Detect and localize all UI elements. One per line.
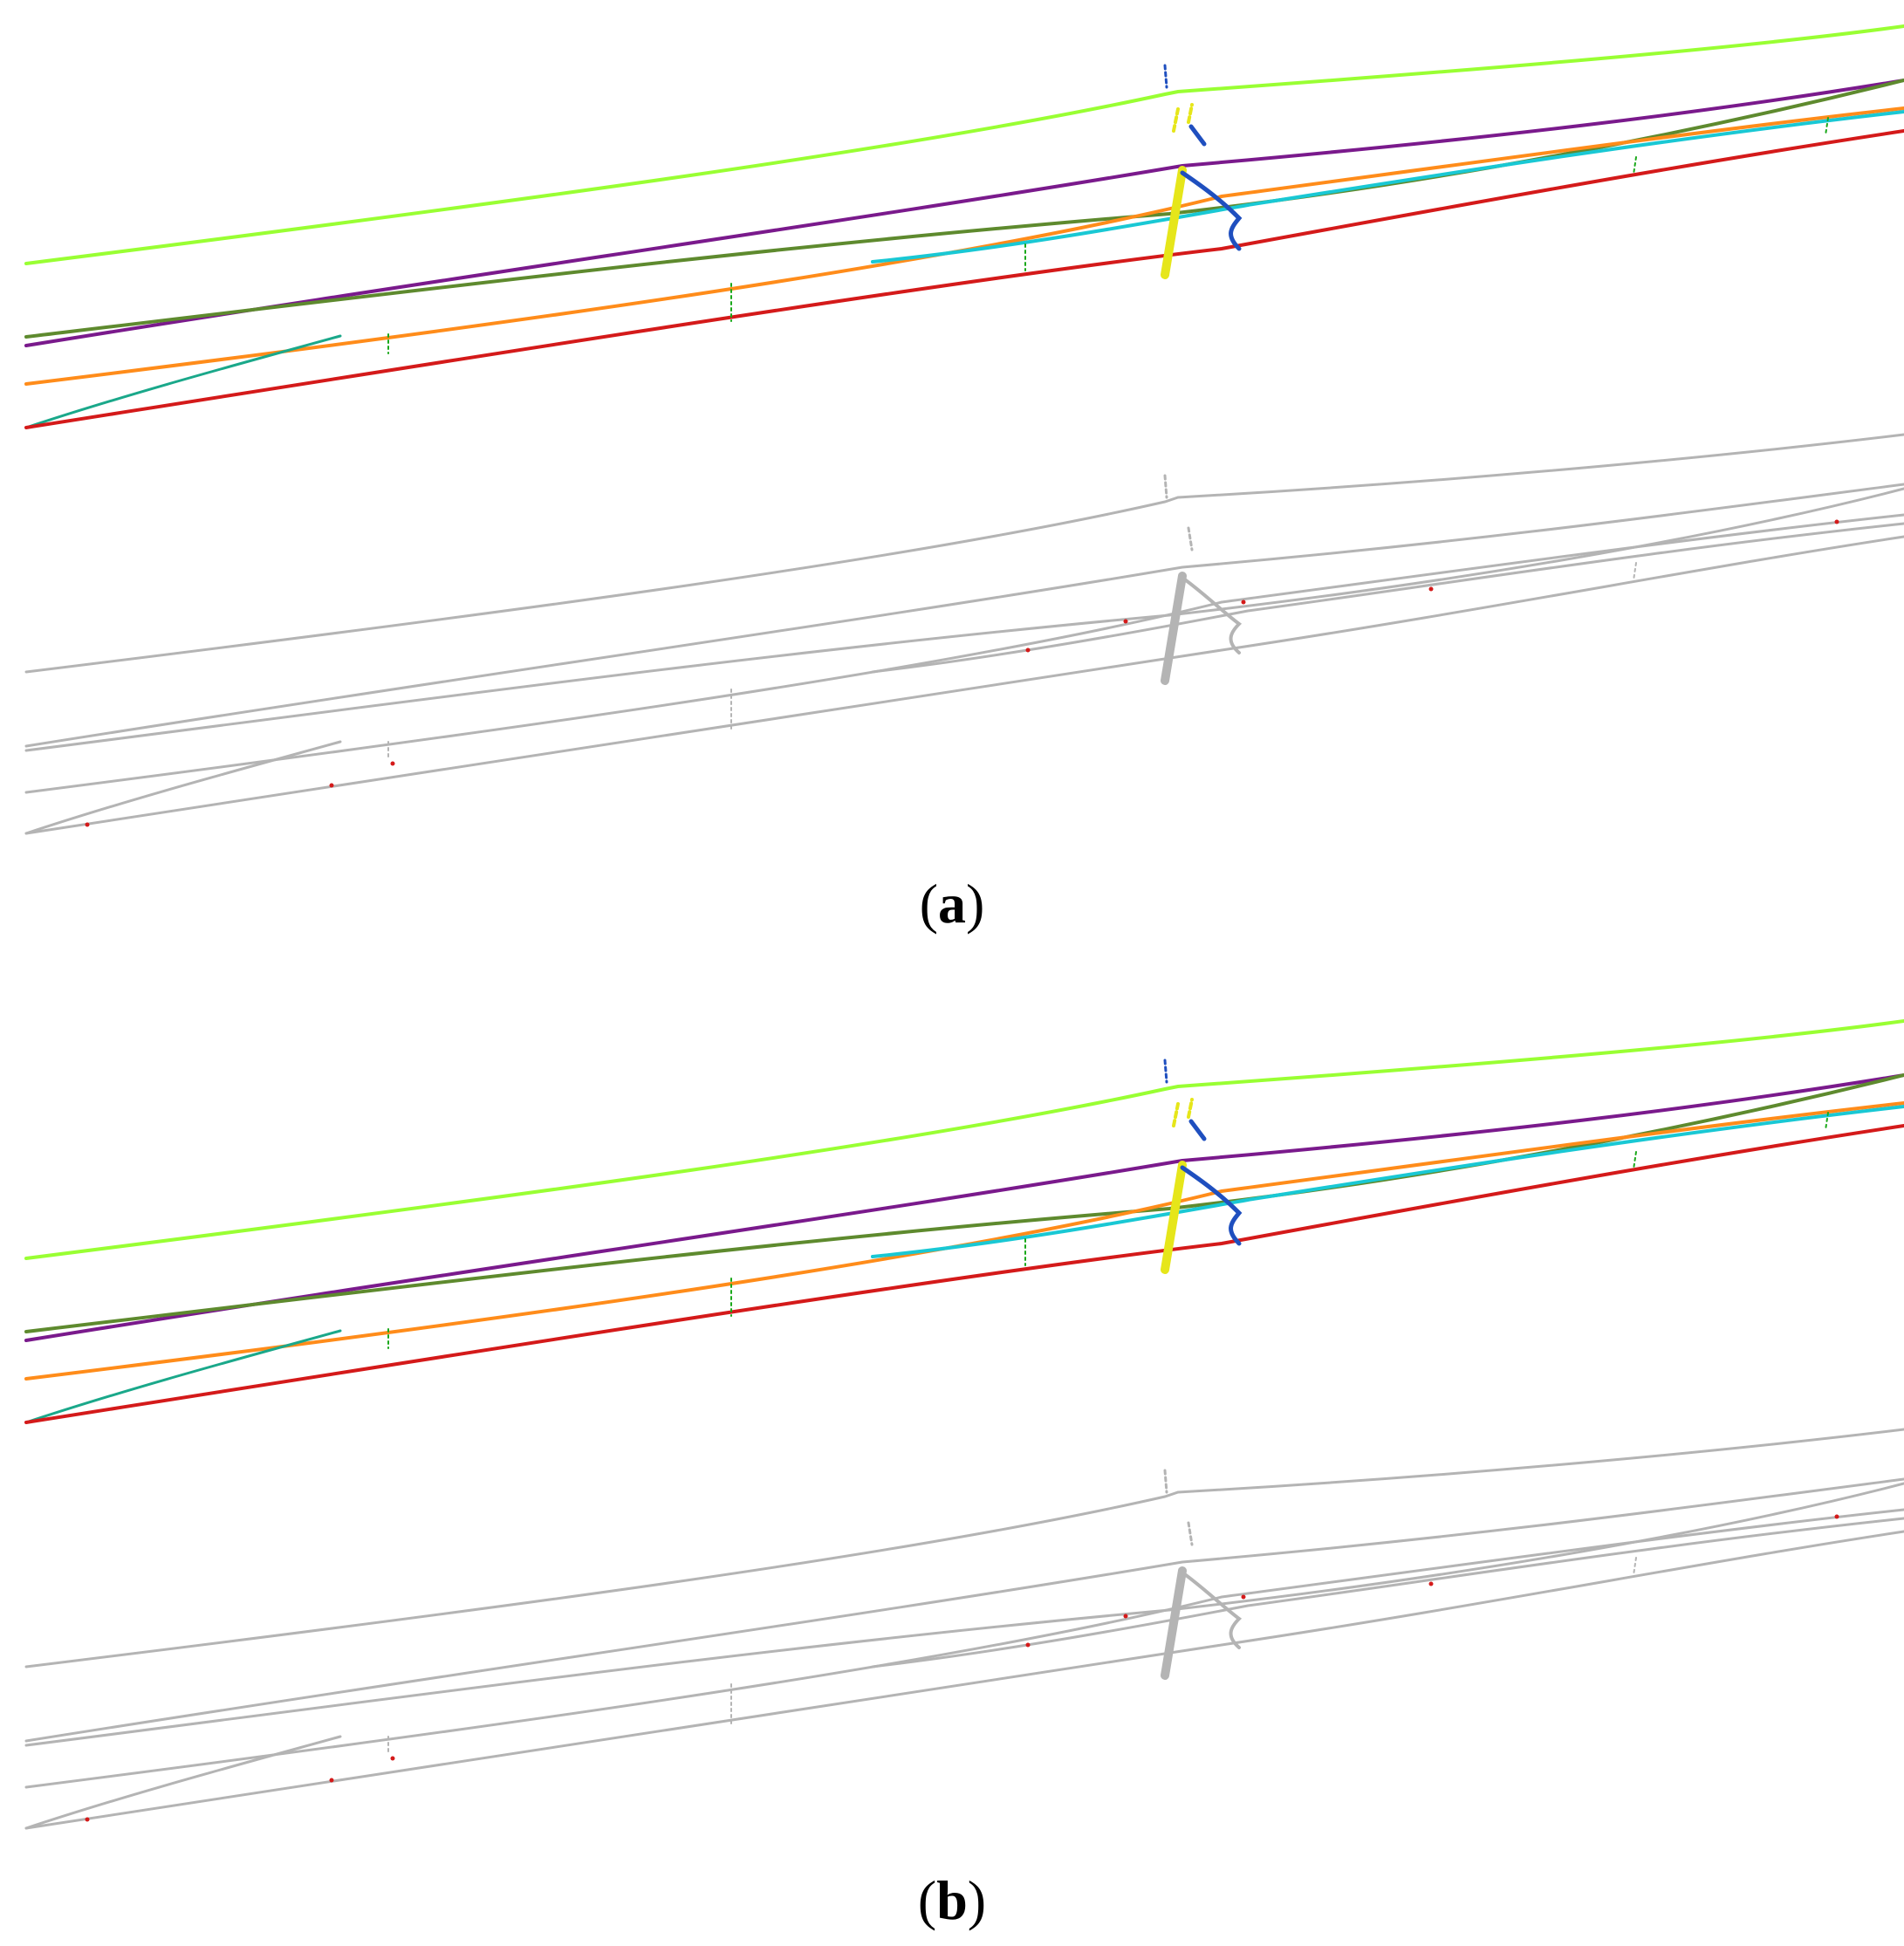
gray-wire [24, 1428, 1904, 1668]
orange-wire [24, 106, 1904, 386]
orange-wire [24, 1101, 1904, 1381]
yellow-pole-top [1187, 103, 1194, 124]
caption-a: (a) [919, 873, 985, 935]
red-point [1834, 519, 1839, 524]
blue-insulator [1188, 1119, 1207, 1141]
gray-wire [871, 1517, 1904, 1668]
gray-pole [1161, 572, 1187, 685]
red-point [1025, 1642, 1031, 1648]
gray-dropper [1633, 1557, 1637, 1576]
yellow-pole-top [1187, 1098, 1194, 1119]
green-dropper [1825, 117, 1829, 136]
panel-a: (a) [24, 24, 1904, 935]
gray-pole-top [1187, 526, 1194, 552]
gray-wire [24, 1508, 1904, 1789]
gray-wire [24, 483, 1904, 748]
red-point [390, 1756, 395, 1761]
gray-wire [24, 535, 1904, 835]
red-wire [24, 1124, 1904, 1424]
red-wire [24, 129, 1904, 429]
purple-wire [24, 1073, 1904, 1342]
red-point [390, 761, 395, 766]
red-point [329, 783, 334, 788]
lime-wire [24, 24, 1904, 265]
cyan-wire [871, 110, 1904, 264]
gray-wire [871, 522, 1904, 674]
red-point [1834, 1514, 1839, 1519]
yellow-pole-top [1172, 107, 1180, 133]
olive-wire [24, 1073, 1904, 1333]
caption-a-letter: a [938, 873, 966, 935]
red-point [85, 822, 90, 827]
red-point [1241, 1594, 1246, 1600]
gray-wire [24, 513, 1904, 794]
red-point [1428, 1581, 1434, 1586]
red-point [85, 1817, 90, 1822]
gray-wire [24, 433, 1904, 674]
gray-pole-top [1163, 1469, 1168, 1494]
gray-pole-top [1163, 474, 1168, 499]
red-point [1241, 600, 1246, 605]
blue-insulator-tip [1163, 1059, 1168, 1084]
blue-insulator [1188, 124, 1207, 147]
purple-wire [24, 79, 1904, 347]
gray-insulator [1181, 576, 1243, 654]
gray-pole-top [1187, 1521, 1194, 1546]
caption-b: (b) [917, 1869, 987, 1931]
gray-pole [1161, 1566, 1187, 1680]
yellow-pole [1161, 1161, 1187, 1274]
gray-dropper [1633, 562, 1637, 581]
red-point [1025, 648, 1031, 653]
point-cloud-scene-b [24, 1019, 1904, 1830]
green-dropper [1825, 1112, 1829, 1131]
caption-b-letter: b [936, 1869, 968, 1931]
red-point [1428, 586, 1434, 592]
teal-wire [24, 1329, 342, 1424]
gray-wire [24, 487, 1904, 752]
gray-insulator [1181, 1571, 1243, 1649]
gray-wire [24, 1477, 1904, 1743]
olive-wire [24, 79, 1904, 339]
yellow-pole [1161, 166, 1187, 279]
blue-insulator [1180, 170, 1243, 251]
blue-insulator-tip [1163, 64, 1168, 89]
green-dropper [1633, 1151, 1637, 1170]
gray-wire [24, 1735, 342, 1830]
red-point [329, 1778, 334, 1783]
red-point [1123, 1614, 1128, 1619]
green-dropper [1633, 156, 1637, 175]
blue-insulator [1180, 1165, 1243, 1246]
yellow-pole-top [1172, 1102, 1180, 1127]
lime-wire [24, 1019, 1904, 1260]
gray-wire [24, 1530, 1904, 1830]
cyan-wire [871, 1105, 1904, 1258]
point-cloud-scene-a [24, 24, 1904, 835]
gray-wire [24, 1482, 1904, 1747]
gray-wire [24, 740, 342, 835]
teal-wire [24, 334, 342, 429]
red-point [1123, 619, 1128, 624]
panel-b: (b) [0, 995, 1904, 1946]
